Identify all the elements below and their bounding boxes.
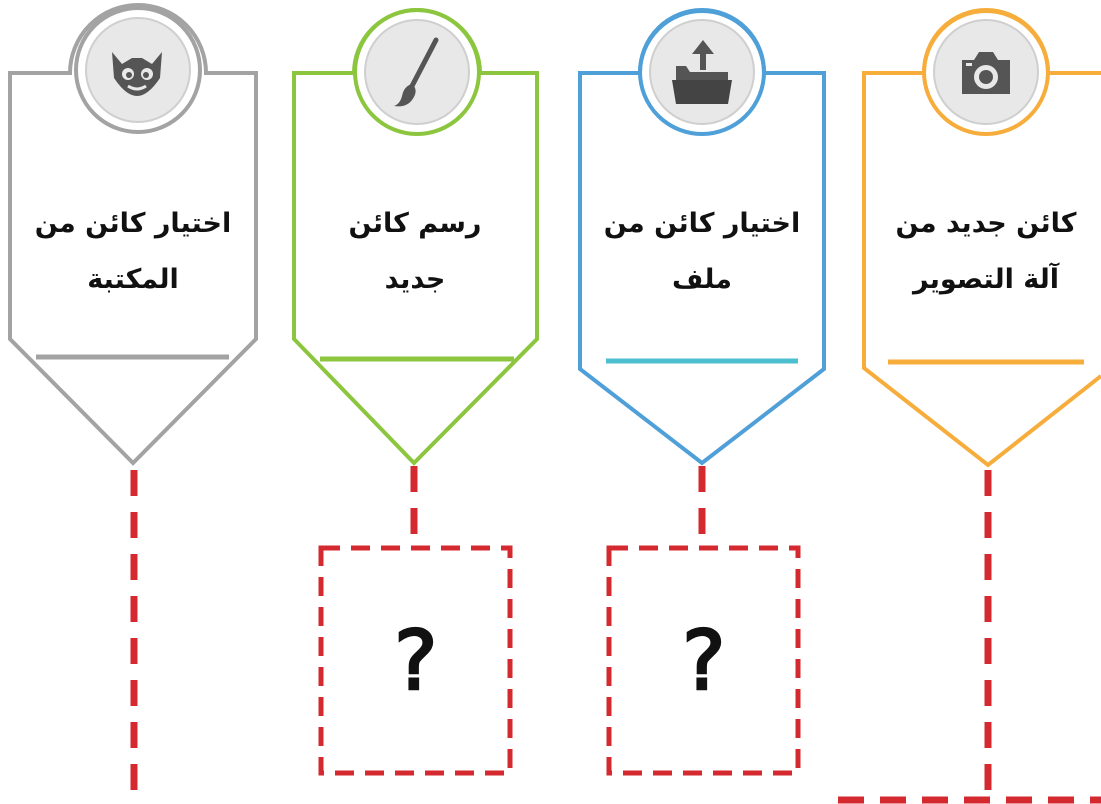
card-library-label-line2: المكتبة: [87, 264, 179, 295]
card-paint-label: رسم كائن جديد: [315, 196, 515, 308]
card-library-label-line1: اختيار كائن من: [34, 208, 232, 239]
camera-icon: [962, 52, 1010, 94]
paintbrush-icon: [394, 37, 439, 107]
card-upload-icon-ring: [638, 8, 766, 136]
dashed-connectors: [130, 466, 1101, 804]
upload-folder-icon: [672, 40, 732, 104]
card-upload: [578, 8, 826, 466]
question-box-upload: [606, 545, 801, 776]
cat-sprite-icon: [112, 52, 162, 96]
question-mark-upload: ؟: [682, 613, 726, 709]
card-upload-label: اختيار كائن من ملف: [602, 196, 802, 308]
card-paint: [292, 8, 539, 466]
card-paint-label-line1: رسم كائن جديد: [348, 208, 482, 295]
card-camera-label-line2: آلة التصوير: [912, 264, 1060, 295]
card-upload-label-line2: ملف: [672, 264, 732, 295]
card-camera: [862, 8, 1101, 468]
card-camera-label-line1: كائن جديد من: [895, 208, 1077, 239]
card-paint-icon-ring: [353, 8, 481, 136]
card-upload-label-line1: اختيار كائن من: [603, 208, 801, 239]
card-camera-icon-ring: [922, 8, 1050, 136]
question-mark-paint: ؟: [394, 613, 438, 709]
card-library-icon-ring: [74, 6, 202, 134]
card-camera-label: كائن جديد من آلة التصوير: [886, 196, 1086, 308]
question-box-paint: [318, 545, 513, 776]
card-library: [8, 3, 258, 466]
card-library-outline: [8, 3, 258, 466]
card-library-label: اختيار كائن من المكتبة: [33, 196, 233, 308]
